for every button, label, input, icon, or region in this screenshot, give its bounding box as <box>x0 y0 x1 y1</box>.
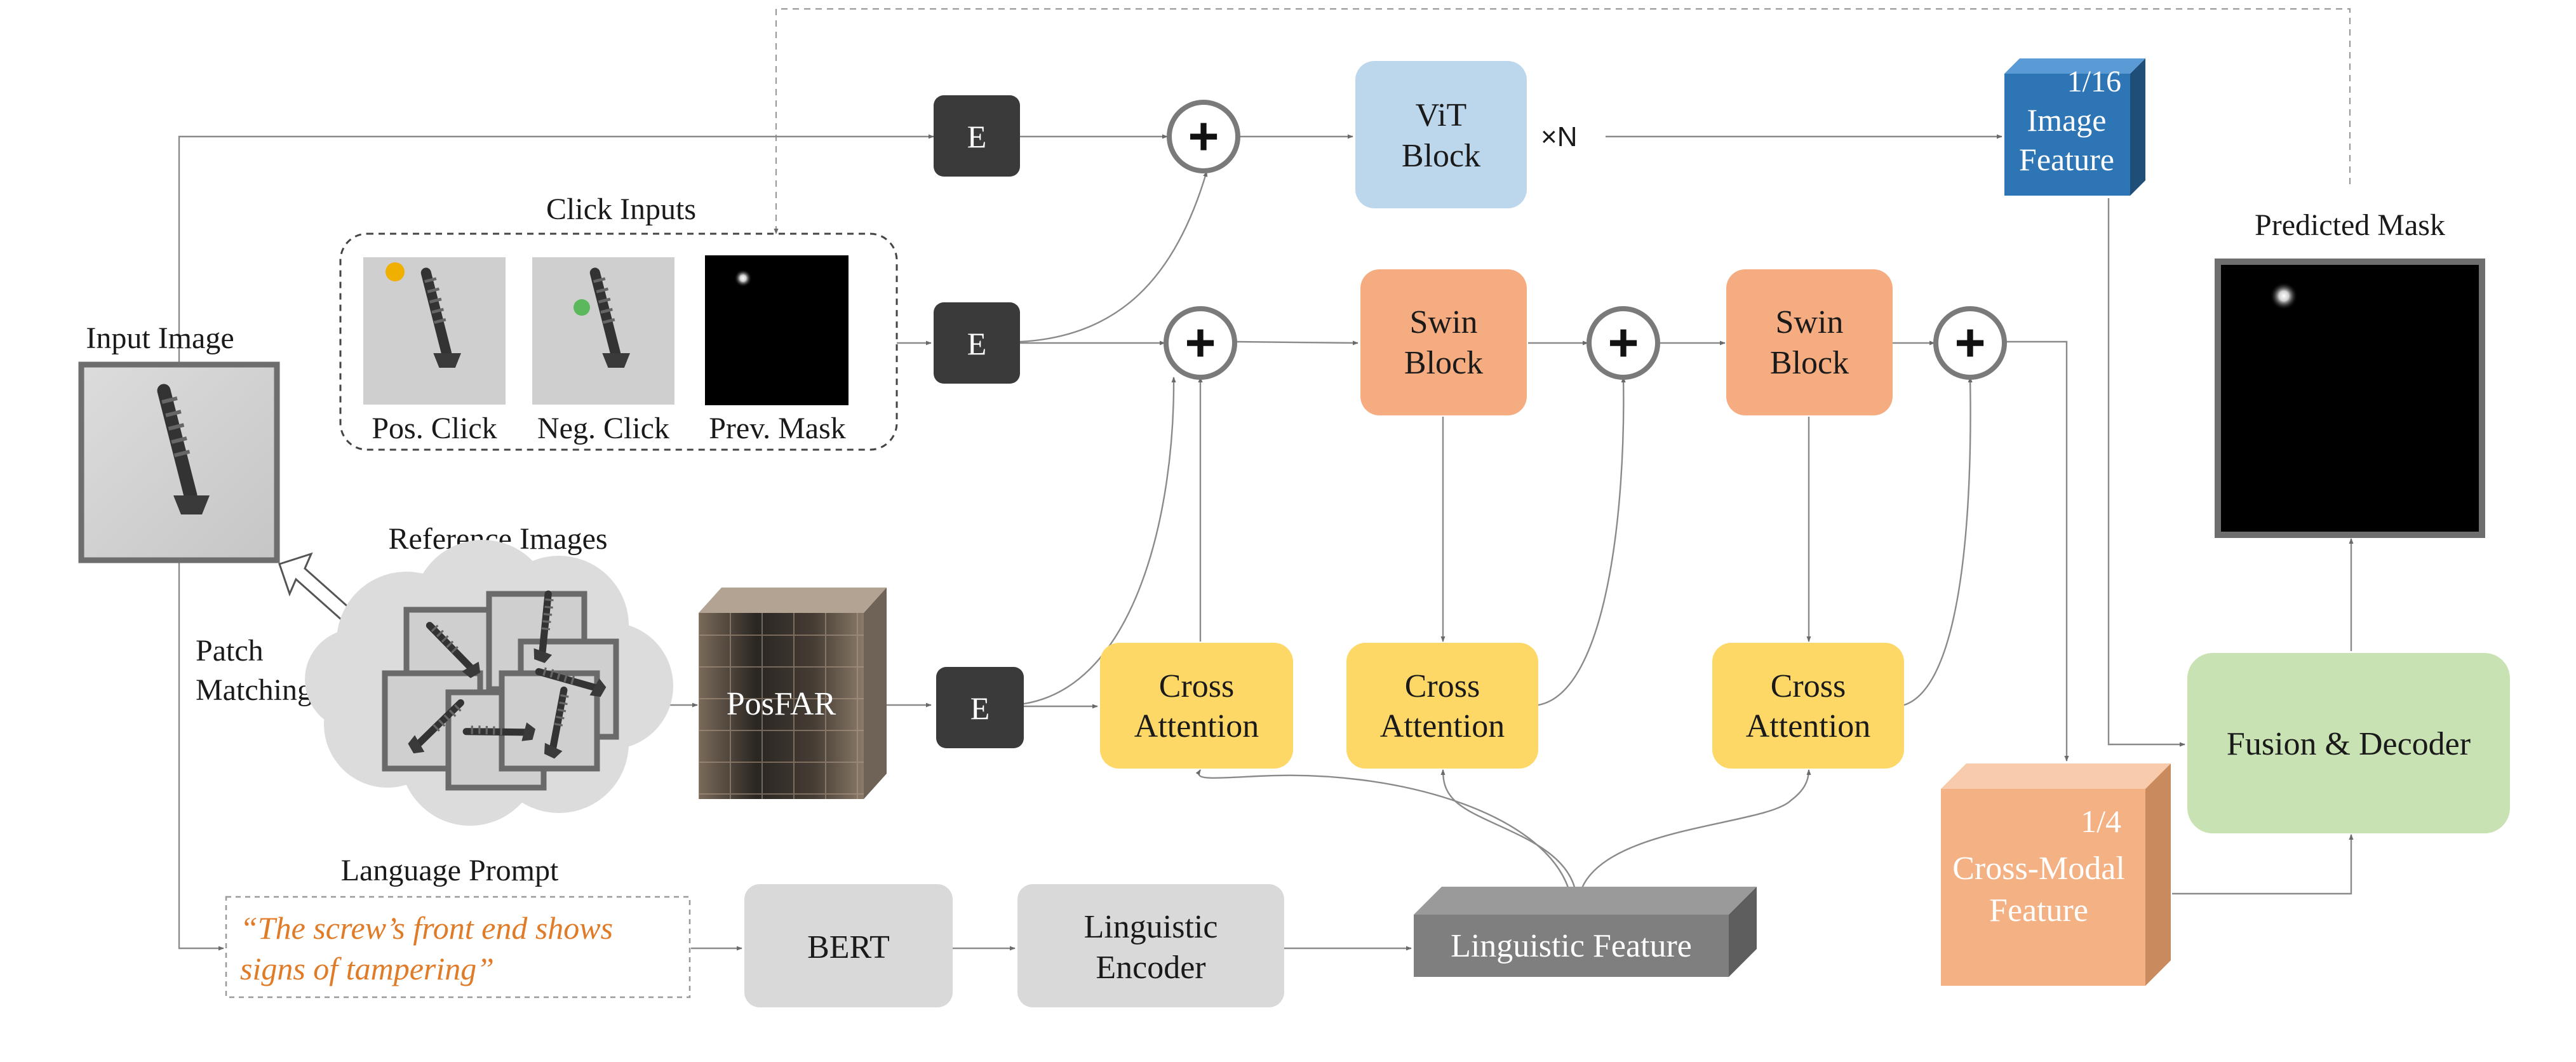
cross-attention-3-label-2: Attention <box>1746 708 1870 744</box>
encoder-block-1: E <box>934 95 1020 177</box>
language-prompt-text-2: signs of tampering” <box>240 951 494 986</box>
language-prompt-label: Language Prompt <box>341 854 559 887</box>
swin-block-1: Swin Block <box>1360 269 1527 415</box>
prev-mask-thumbnail <box>705 255 849 405</box>
pos-click-thumbnail <box>363 257 506 405</box>
predicted-mask-label: Predicted Mask <box>2255 208 2445 242</box>
click-inputs-label: Click Inputs <box>546 192 696 226</box>
cross-attention-1-label-2: Attention <box>1134 708 1259 744</box>
linguistic-encoder-label-1: Linguistic <box>1084 909 1218 945</box>
bert-label: BERT <box>807 929 890 965</box>
neg-click-dot <box>574 299 590 316</box>
patch-matching-label-2: Matching <box>196 673 312 707</box>
plus-sign-4: + <box>1954 313 1985 372</box>
cross-modal-feature-label-1: Cross-Modal <box>1952 850 2125 887</box>
cross-modal-feature-scale: 1/4 <box>2081 803 2121 839</box>
prev-mask-label: Prev. Mask <box>709 412 846 445</box>
fusion-decoder-block: Fusion & Decoder <box>2187 653 2510 833</box>
plus-sign-1: + <box>1188 106 1219 166</box>
image-feature-scale: 1/16 <box>2067 65 2121 98</box>
posfar-label: PosFAR <box>727 686 836 722</box>
plus-node-2: + <box>1164 306 1237 380</box>
click-inputs-group <box>339 232 898 451</box>
neg-click-label: Neg. Click <box>537 412 669 445</box>
image-feature-label-1: Image <box>2027 102 2107 138</box>
posfar-cube <box>699 588 887 799</box>
vit-block-label-2: Block <box>1402 138 1480 174</box>
vit-block-label-1: ViT <box>1416 97 1467 133</box>
input-image <box>78 361 280 563</box>
cross-attention-2-label-1: Cross <box>1405 668 1480 704</box>
cross-attention-1: Cross Attention <box>1100 643 1293 769</box>
plus-node-4: + <box>1933 306 2007 380</box>
image-feature-cube: 1/16 Image Feature <box>2004 58 2145 196</box>
encoder-label-2: E <box>967 326 987 361</box>
cross-attention-3: Cross Attention <box>1712 643 1904 769</box>
encoder-label-1: E <box>967 119 987 154</box>
swin-block-1-label-2: Block <box>1404 345 1483 381</box>
fusion-decoder-label: Fusion & Decoder <box>2227 726 2471 762</box>
cross-attention-2: Cross Attention <box>1346 643 1538 769</box>
image-feature-label-2: Feature <box>2019 142 2114 177</box>
plus-node-3: + <box>1587 306 1660 380</box>
encoder-block-2: E <box>934 302 1020 384</box>
connectors <box>178 8 2354 951</box>
repeat-label: ×N <box>1541 121 1577 152</box>
cross-attention-1-label-1: Cross <box>1159 668 1234 704</box>
vit-block: ViT Block <box>1355 61 1527 208</box>
plus-node-1: + <box>1167 100 1240 173</box>
reference-images-cloud <box>305 540 673 826</box>
swin-block-2: Swin Block <box>1726 269 1893 415</box>
linguistic-feature-block: Linguistic Feature <box>1414 887 1757 977</box>
swin-block-2-label-1: Swin <box>1776 304 1844 340</box>
cross-attention-2-label-2: Attention <box>1380 708 1505 744</box>
cross-modal-feature-label-2: Feature <box>1989 892 2088 929</box>
neg-click-thumbnail <box>532 257 674 405</box>
language-prompt-box <box>225 896 691 998</box>
patch-matching-label-1: Patch <box>196 634 264 668</box>
linguistic-encoder-label-2: Encoder <box>1096 950 1205 986</box>
bert-block: BERT <box>744 884 953 1007</box>
pos-click-label: Pos. Click <box>372 412 497 445</box>
input-image-label: Input Image <box>86 321 234 355</box>
swin-block-2-label-2: Block <box>1770 345 1849 381</box>
cross-modal-feature-cube: 1/4 Cross-Modal Feature <box>1941 763 2171 986</box>
encoder-label-3: E <box>970 690 990 726</box>
encoder-block-3: E <box>936 667 1024 748</box>
linguistic-feature-label: Linguistic Feature <box>1451 928 1692 964</box>
swin-block-1-label-1: Swin <box>1410 304 1478 340</box>
plus-sign-2: + <box>1184 313 1216 372</box>
plus-sign-3: + <box>1607 313 1639 372</box>
cross-attention-3-label-1: Cross <box>1771 668 1846 704</box>
pos-click-dot <box>386 262 405 281</box>
predicted-mask-image <box>2215 259 2485 538</box>
linguistic-encoder-block: Linguistic Encoder <box>1017 884 1284 1007</box>
language-prompt-text-1: “The screw’s front end shows <box>240 910 613 946</box>
